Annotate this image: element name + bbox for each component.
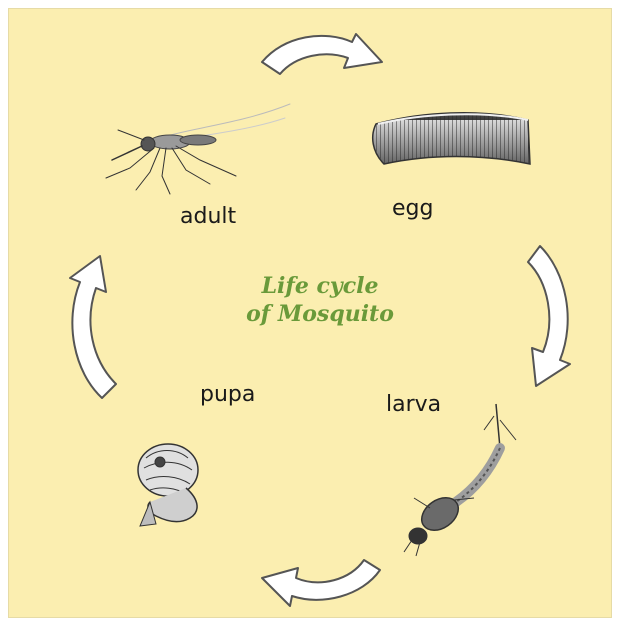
stage-label-larva: larva [386, 392, 441, 417]
pupa-illustration [138, 444, 198, 526]
stage-label-egg: egg [392, 196, 433, 221]
cycle-arrow-left [70, 256, 116, 398]
stage-label-adult: adult [180, 204, 236, 229]
egg-raft-illustration [373, 113, 530, 164]
larva-illustration [404, 404, 516, 556]
diagram-title: Life cycle of Mosquito [200, 272, 440, 328]
cycle-arrow-bottom [262, 560, 380, 606]
cycle-arrow-right [528, 246, 570, 386]
title-line-1: Life cycle [200, 272, 440, 300]
adult-mosquito-illustration [106, 104, 290, 194]
stage-label-pupa: pupa [200, 382, 255, 407]
title-line-2: of Mosquito [200, 300, 440, 328]
cycle-arrow-top [262, 34, 382, 74]
